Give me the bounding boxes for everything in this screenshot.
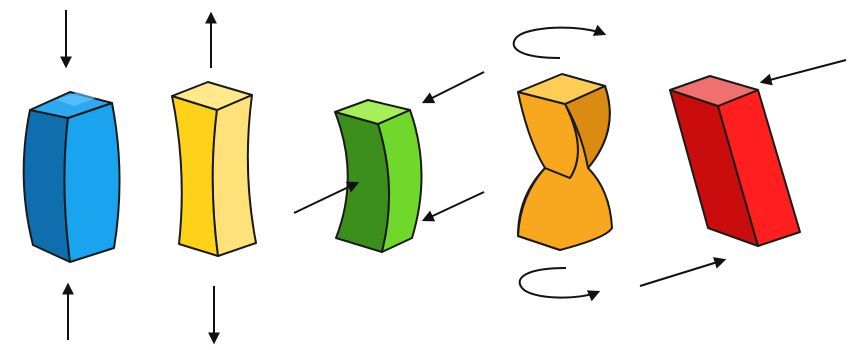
torsion-rotation-arrow-bottom: [520, 268, 598, 298]
bending-arrow-upper-right: [424, 72, 484, 102]
bending-block: [335, 100, 422, 252]
torsion-rotation-arrow-top: [514, 28, 604, 58]
tension-block: [172, 82, 256, 256]
tension-side-face: [213, 95, 256, 256]
compression-front-face: [64, 103, 119, 262]
shear-block: [670, 76, 800, 246]
shear-arrow-top: [762, 60, 846, 82]
compression-block: [24, 92, 120, 262]
torsion-block: [518, 74, 612, 250]
compression-side-face: [24, 110, 70, 262]
shear-arrow-bottom: [640, 260, 724, 286]
bending-arrow-lower-right: [424, 192, 484, 220]
tension-front-face: [172, 96, 218, 256]
